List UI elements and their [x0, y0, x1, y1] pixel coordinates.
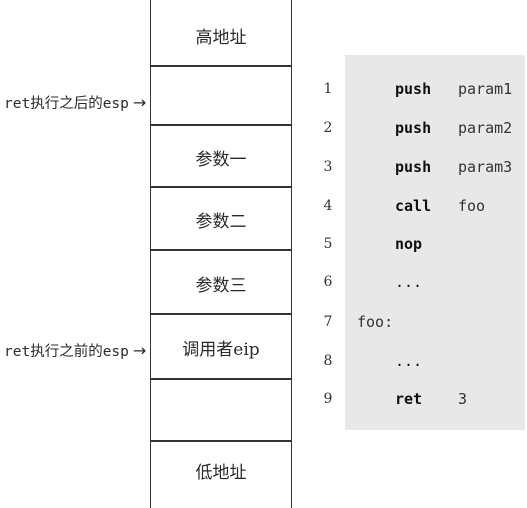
code-line: push param1	[345, 75, 525, 103]
line-number: 1	[323, 81, 333, 97]
stack-divider	[151, 440, 291, 442]
code-operand: param1	[458, 80, 513, 98]
esp-before-ret-text: ret执行之前的esp	[4, 344, 129, 360]
line-number: 5	[323, 236, 333, 252]
code-line: nop	[345, 230, 525, 258]
code-line: foo:	[345, 308, 525, 336]
code-ellipsis: ...	[395, 273, 423, 291]
code-line: ret 3	[345, 385, 525, 413]
stack-divider	[151, 186, 291, 188]
code-line: push param2	[345, 114, 525, 142]
stack-frame: 高地址 参数一 参数二 参数三 调用者eip 低地址	[150, 0, 292, 508]
esp-after-ret-label: ret执行之后的esp→	[4, 93, 146, 114]
stack-cell-caller-eip: 调用者eip	[182, 340, 260, 360]
code-listing: push param1 push param2 push param3 call…	[345, 55, 525, 430]
code-opcode: ret	[395, 390, 423, 408]
code-opcode: push	[395, 158, 432, 176]
code-operand: param3	[458, 158, 513, 176]
line-number: 6	[323, 274, 333, 290]
line-number: 7	[323, 314, 333, 330]
code-operand: 3	[458, 390, 468, 408]
code-opcode: push	[395, 119, 432, 137]
line-number: 3	[323, 159, 333, 175]
esp-before-ret-label: ret执行之前的esp→	[4, 341, 146, 362]
arrow-right-icon: →	[132, 341, 147, 360]
code-ellipsis: ...	[395, 352, 423, 370]
code-opcode: nop	[395, 235, 423, 253]
code-operand: param2	[458, 119, 513, 137]
arrow-right-icon: →	[132, 93, 147, 112]
stack-cell-high-address: 高地址	[195, 28, 247, 48]
code-opcode: call	[395, 197, 432, 215]
line-number: 8	[323, 353, 333, 369]
stack-divider	[151, 65, 291, 67]
stack-cell-param-3: 参数三	[195, 276, 247, 296]
stack-divider	[151, 124, 291, 126]
stack-cell-param-2: 参数二	[195, 212, 247, 232]
code-opcode: push	[395, 80, 432, 98]
code-line: push param3	[345, 153, 525, 181]
code-label: foo:	[357, 313, 394, 331]
line-number: 2	[323, 120, 333, 136]
line-number: 4	[323, 198, 333, 214]
code-line: call foo	[345, 192, 525, 220]
esp-after-ret-text: ret执行之后的esp	[4, 96, 129, 112]
code-line: ...	[345, 347, 525, 375]
code-line: ...	[345, 268, 525, 296]
stack-divider	[151, 378, 291, 380]
line-number: 9	[323, 391, 333, 407]
stack-cell-low-address: 低地址	[195, 463, 247, 483]
stack-cell-param-1: 参数一	[195, 150, 247, 170]
code-operand: foo	[458, 197, 486, 215]
stack-divider	[151, 313, 291, 315]
stack-divider	[151, 249, 291, 251]
